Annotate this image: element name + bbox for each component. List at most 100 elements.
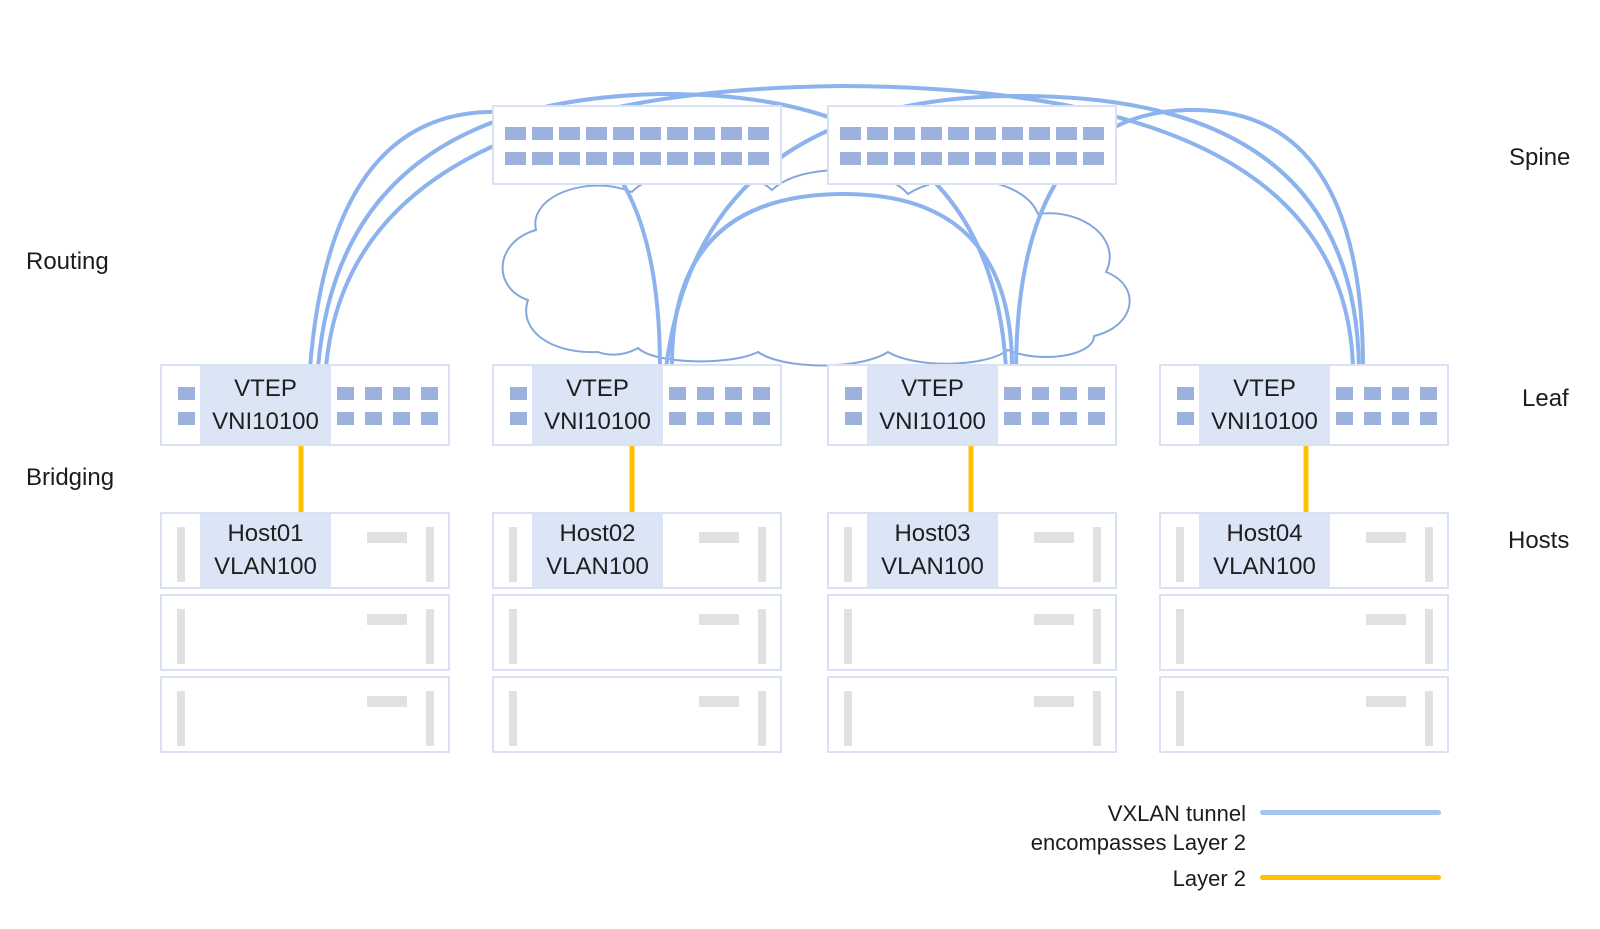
vlan-label: VLAN100 — [214, 553, 317, 580]
vtep-title: VTEP — [234, 374, 297, 402]
server-drive-bar — [367, 614, 407, 625]
host-label-4: Host04 VLAN100 — [1199, 514, 1330, 587]
server-slot-bar — [1425, 691, 1433, 746]
leaf-switch-4: VTEP VNI10100 — [1159, 364, 1449, 446]
server-slot-bar — [509, 609, 517, 664]
legend-label-vxlan-line2: encompasses Layer 2 — [1030, 830, 1246, 855]
server-drive-bar — [699, 614, 739, 625]
port — [510, 412, 527, 425]
server-slot-bar — [426, 527, 434, 582]
vtep-label-leaf4: VTEP VNI10100 — [1199, 366, 1330, 444]
server-slot-bar — [758, 691, 766, 746]
host-server-2-mid — [492, 594, 782, 671]
vtep-label-leaf1: VTEP VNI10100 — [200, 366, 331, 444]
host-server-3-bottom — [827, 676, 1117, 753]
vni-label: VNI10100 — [879, 407, 986, 435]
port-row — [1336, 387, 1437, 400]
vtep-title: VTEP — [566, 374, 629, 402]
host-server-3-mid — [827, 594, 1117, 671]
port — [1177, 387, 1194, 400]
server-slot-bar — [844, 609, 852, 664]
server-drive-bar — [1034, 614, 1074, 625]
tier-label-spine: Spine — [1509, 144, 1571, 171]
server-slot-bar — [509, 527, 517, 582]
server-drive-bar — [1034, 532, 1074, 543]
vtep-label-leaf3: VTEP VNI10100 — [867, 366, 998, 444]
server-slot-bar — [426, 691, 434, 746]
port — [1177, 412, 1194, 425]
port-row — [337, 412, 438, 425]
section-label-routing: Routing — [26, 248, 109, 275]
spine-switch-1 — [492, 105, 782, 185]
tier-label-leaf: Leaf — [1522, 385, 1569, 412]
vxlan-tunnel-leaf1-leaf3 — [316, 91, 1008, 370]
vni-label: VNI10100 — [1211, 407, 1318, 435]
server-drive-bar — [367, 696, 407, 707]
port-row — [1004, 387, 1105, 400]
port-row — [840, 152, 1104, 165]
host-server-4-top: Host04 VLAN100 — [1159, 512, 1449, 589]
vxlan-tunnel-leaf2-leaf4 — [664, 93, 1361, 370]
host-label-1: Host01 VLAN100 — [200, 514, 331, 587]
leaf-switch-3: VTEP VNI10100 — [827, 364, 1117, 446]
server-drive-bar — [699, 696, 739, 707]
host-server-4-mid — [1159, 594, 1449, 671]
leaf-switch-2: VTEP VNI10100 — [492, 364, 782, 446]
server-slot-bar — [1093, 609, 1101, 664]
vni-label: VNI10100 — [544, 407, 651, 435]
server-slot-bar — [758, 527, 766, 582]
vlan-label: VLAN100 — [546, 553, 649, 580]
host-name: Host01 — [227, 520, 304, 547]
server-slot-bar — [1093, 691, 1101, 746]
port-row — [669, 387, 770, 400]
server-slot-bar — [1176, 691, 1184, 746]
spine-switch-2 — [827, 105, 1117, 185]
server-slot-bar — [1425, 609, 1433, 664]
server-slot-bar — [1093, 527, 1101, 582]
vni-label: VNI10100 — [212, 407, 319, 435]
port-row — [337, 387, 438, 400]
port-row — [505, 127, 769, 140]
server-slot-bar — [1176, 527, 1184, 582]
server-slot-bar — [177, 691, 185, 746]
tier-label-hosts: Hosts — [1508, 527, 1570, 554]
vxlan-tunnel-leaf1-leaf4 — [324, 83, 1355, 370]
port — [845, 387, 862, 400]
server-slot-bar — [844, 527, 852, 582]
server-drive-bar — [699, 532, 739, 543]
vxlan-tunnel-leaf3-leaf4 — [1014, 107, 1365, 370]
server-slot-bar — [758, 609, 766, 664]
vlan-label: VLAN100 — [881, 553, 984, 580]
legend-swatch-vxlan-tunnel — [1260, 810, 1441, 815]
port — [510, 387, 527, 400]
host-server-4-bottom — [1159, 676, 1449, 753]
port — [178, 387, 195, 400]
port — [178, 412, 195, 425]
network-cloud — [501, 168, 1131, 367]
host-name: Host03 — [894, 520, 971, 547]
vtep-label-leaf2: VTEP VNI10100 — [532, 366, 663, 444]
server-slot-bar — [177, 609, 185, 664]
host-server-2-bottom — [492, 676, 782, 753]
host-name: Host04 — [1226, 520, 1303, 547]
host-label-3: Host03 VLAN100 — [867, 514, 998, 587]
legend-label-vxlan: VXLAN tunnel encompasses Layer 2 — [1031, 799, 1246, 857]
vxlan-tunnel-leaf1-leaf2 — [308, 109, 662, 370]
vtep-title: VTEP — [1233, 374, 1296, 402]
legend-label-layer2: Layer 2 — [1172, 866, 1246, 891]
server-slot-bar — [509, 691, 517, 746]
vlan-label: VLAN100 — [1213, 553, 1316, 580]
server-drive-bar — [1366, 696, 1406, 707]
server-drive-bar — [1034, 696, 1074, 707]
server-slot-bar — [426, 609, 434, 664]
server-slot-bar — [1176, 609, 1184, 664]
server-drive-bar — [1366, 532, 1406, 543]
leaf-switch-1: VTEP VNI10100 — [160, 364, 450, 446]
port-row — [669, 412, 770, 425]
legend-swatch-layer2 — [1260, 875, 1441, 880]
server-drive-bar — [1366, 614, 1406, 625]
port-row — [505, 152, 769, 165]
section-label-bridging: Bridging — [26, 464, 115, 491]
host-server-1-bottom — [160, 676, 450, 753]
